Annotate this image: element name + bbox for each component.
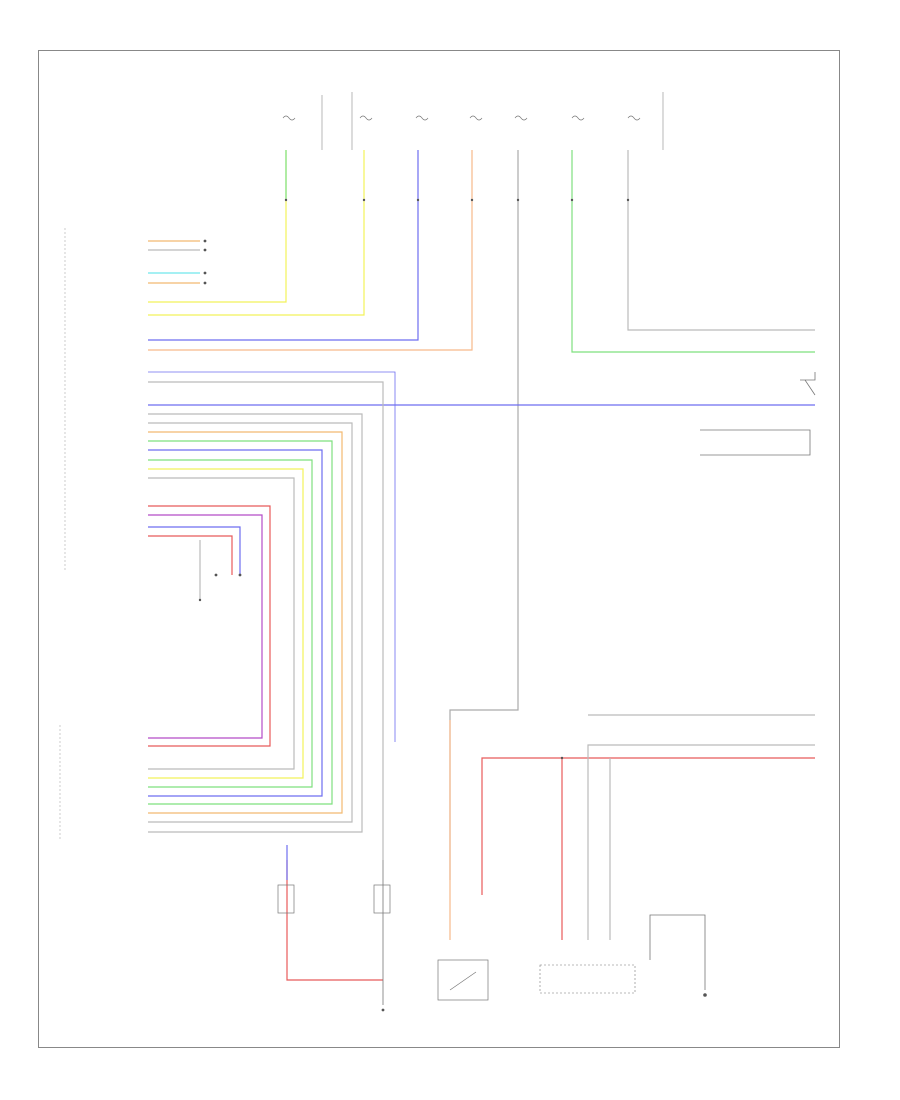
wire-blue-vertical (148, 371, 396, 742)
wire-gray-vertical-1 (148, 381, 384, 860)
wire-green-right (571, 150, 815, 353)
front-fog-lamp-relay (437, 959, 489, 1001)
wire-gray-long (449, 150, 519, 880)
left-front-combination-lamp (539, 964, 636, 994)
wire-yellow-2 (148, 150, 365, 316)
left-middle-component (277, 884, 295, 914)
left-right-component (373, 884, 391, 914)
top-fuse-brackets (321, 92, 664, 150)
wire-yellow-1 (148, 150, 287, 303)
wire-orange-1 (148, 150, 473, 351)
connector-dots (198, 198, 707, 1012)
wire-gray-right (627, 150, 815, 331)
fuse-symbols (282, 115, 641, 121)
diagram-frame (38, 50, 840, 1048)
wires (148, 150, 816, 1005)
wire-blue-1 (148, 150, 419, 341)
